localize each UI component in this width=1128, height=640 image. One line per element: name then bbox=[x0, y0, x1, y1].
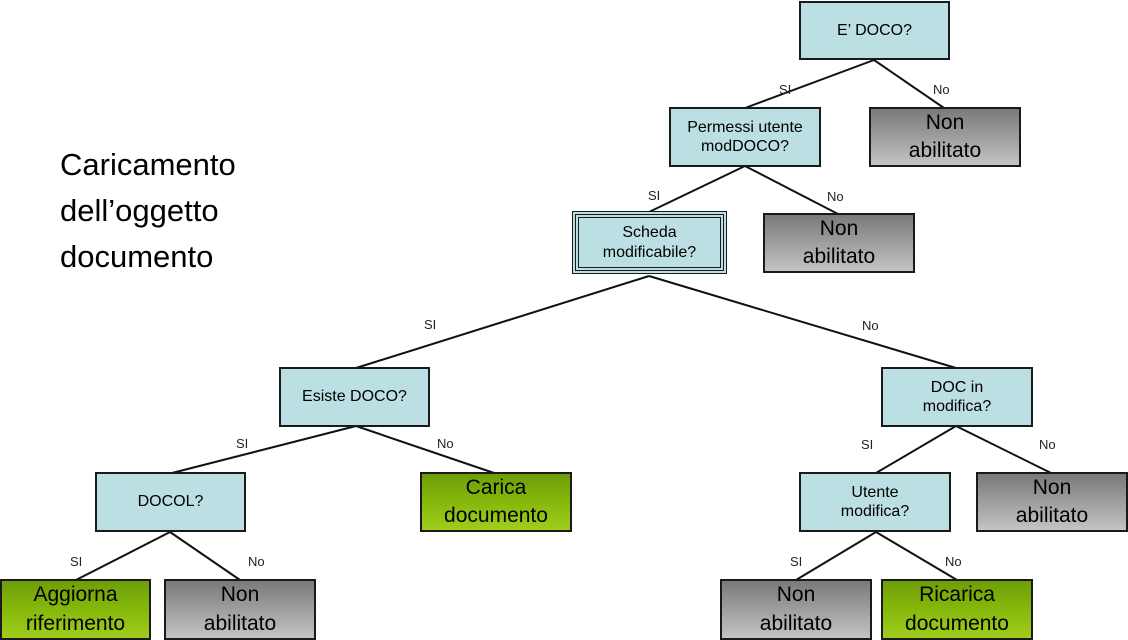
node-label: Non abilitato bbox=[203, 583, 277, 635]
node-label: E’ DOCO? bbox=[837, 21, 912, 39]
node-label: DOCOL? bbox=[137, 493, 204, 511]
edge-docin-no bbox=[955, 425, 1052, 474]
edge-utente-si bbox=[795, 531, 877, 581]
node-esiste-doco: Esiste DOCO? bbox=[279, 367, 430, 427]
edge-label-no: No bbox=[945, 554, 962, 569]
node-scheda-modificabile: Scheda modificabile? bbox=[572, 211, 727, 274]
edge-label-no: No bbox=[827, 189, 844, 204]
edge-scheda-no bbox=[648, 275, 957, 369]
node-docol: DOCOL? bbox=[95, 472, 246, 532]
node-label: Carica documento bbox=[444, 475, 548, 527]
node-label: Non abilitato bbox=[802, 216, 876, 268]
node-label: DOC in modifica? bbox=[922, 378, 992, 415]
node-label: Permessi utente modDOCO? bbox=[687, 118, 803, 155]
node-aggiorna-riferimento: Aggiorna riferimento bbox=[0, 579, 151, 640]
node-e-doco: E’ DOCO? bbox=[799, 1, 950, 60]
edge-label-no: No bbox=[248, 554, 265, 569]
node-doc-in-modifica: DOC in modifica? bbox=[881, 367, 1033, 427]
edge-label-si: SI bbox=[236, 436, 249, 451]
node-non-abilitato: Non abilitato bbox=[869, 107, 1021, 167]
edge-label-si: SI bbox=[861, 437, 874, 452]
node-carica-documento: Carica documento bbox=[420, 472, 572, 532]
edge-label-si: SI bbox=[70, 554, 83, 569]
node-label: Utente modifica? bbox=[840, 483, 910, 520]
edge-label-no: No bbox=[437, 436, 454, 451]
node-label: Non abilitato bbox=[908, 110, 982, 162]
node-permessi-utente: Permessi utente modDOCO? bbox=[669, 107, 821, 167]
node-non-abilitato: Non abilitato bbox=[720, 579, 872, 640]
node-non-abilitato: Non abilitato bbox=[763, 213, 915, 273]
node-ricarica-documento: Ricarica documento bbox=[881, 579, 1033, 640]
node-label: Ricarica documento bbox=[905, 583, 1009, 635]
node-label: Non abilitato bbox=[759, 583, 833, 635]
edge-label-no: No bbox=[1039, 437, 1056, 452]
edge-label-si: SI bbox=[648, 188, 661, 203]
node-label: Scheda modificabile? bbox=[602, 224, 697, 261]
node-utente-modifica: Utente modifica? bbox=[799, 472, 951, 532]
edge-label-no: No bbox=[862, 318, 879, 333]
diagram-title: Caricamento dell’oggetto documento bbox=[60, 147, 236, 274]
edge-label-si: SI bbox=[424, 317, 437, 332]
edge-utente-no bbox=[875, 531, 958, 581]
edge-docol-si bbox=[75, 531, 171, 581]
edge-permessi-si bbox=[648, 165, 746, 213]
edge-docol-no bbox=[169, 531, 241, 581]
edge-permessi-no bbox=[744, 165, 839, 215]
edge-scheda-si bbox=[355, 275, 650, 369]
node-label: Aggiorna riferimento bbox=[25, 583, 126, 635]
node-non-abilitato: Non abilitato bbox=[976, 472, 1128, 532]
edge-label-no: No bbox=[933, 82, 950, 97]
edge-e-doco-si bbox=[744, 59, 875, 109]
edge-esiste-no bbox=[355, 425, 495, 474]
edge-docin-si bbox=[875, 425, 957, 474]
edge-e-doco-no bbox=[873, 59, 945, 109]
edge-esiste-si bbox=[171, 425, 357, 474]
edge-label-si: SI bbox=[779, 82, 792, 97]
node-non-abilitato: Non abilitato bbox=[164, 579, 316, 640]
node-label: Esiste DOCO? bbox=[302, 388, 407, 406]
node-label: Non abilitato bbox=[1015, 475, 1089, 527]
edge-label-si: SI bbox=[790, 554, 803, 569]
